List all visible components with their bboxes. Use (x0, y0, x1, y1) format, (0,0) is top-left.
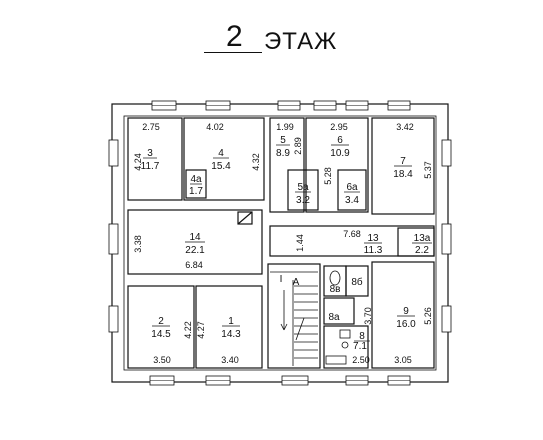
room-6a-number: 6а (346, 182, 358, 193)
room-1-number: 1 (228, 316, 234, 327)
dim-4-32: 4.32 (251, 153, 261, 171)
room-13a-area: 2.2 (415, 245, 429, 256)
room-5-outline (269, 117, 305, 213)
room-6-number: 6 (337, 135, 343, 146)
dim-4-24: 4.24 (133, 153, 143, 171)
inner-outline (123, 115, 437, 371)
room-6a-area: 3.4 (345, 195, 359, 206)
room-3-number: 3 (147, 148, 153, 159)
dim-3-70: 3.70 (363, 307, 373, 325)
room-5a-outline (287, 169, 319, 211)
dim-4-22: 4.22 (183, 321, 193, 339)
dim-3-38: 3.38 (133, 235, 143, 253)
room-2-outline (127, 285, 195, 369)
room-8a-number: 8а (328, 312, 340, 323)
room-5-area: 8.9 (276, 148, 290, 159)
dim-2-50: 2.50 (352, 355, 370, 365)
room-9-area: 16.0 (396, 319, 416, 330)
room-1-outline (195, 285, 263, 369)
room-4a-area: 1.7 (189, 186, 203, 197)
floor-number: 2 (226, 20, 243, 53)
room-4-number: 4 (218, 148, 224, 159)
room-14-area: 22.1 (185, 245, 205, 256)
room-5-number: 5 (280, 135, 286, 146)
dim-3-42: 3.42 (396, 122, 414, 132)
room-13-number: 13 (367, 233, 379, 244)
stair-treads (270, 271, 318, 366)
dim-3-50: 3.50 (153, 355, 171, 365)
room-5a-area: 3.2 (296, 195, 310, 206)
room-6-outline (305, 117, 369, 213)
dim-1-99: 1.99 (276, 122, 294, 132)
room-1-area: 14.3 (221, 329, 241, 340)
room-4-outline (183, 117, 265, 201)
dim-4-02: 4.02 (206, 122, 224, 132)
room-8b-outline (345, 265, 369, 297)
room-14-number: 14 (189, 232, 201, 243)
room-9-outline (371, 261, 435, 369)
dim-7-68: 7.68 (343, 229, 361, 239)
room-8b-number: 8б (351, 276, 363, 288)
room-2-area: 14.5 (151, 329, 171, 340)
dim-2-75: 2.75 (142, 122, 160, 132)
dim-4-27: 4.27 (196, 321, 206, 339)
dim-5-37: 5.37 (423, 161, 433, 179)
room-7-number: 7 (400, 156, 406, 167)
room-5a-number: 5а (297, 182, 309, 193)
room-3-area: 11.7 (141, 161, 160, 172)
room-9-number: 9 (403, 306, 409, 317)
room-8-area: 7.1 (353, 341, 367, 352)
stair-label-a: А (293, 277, 300, 288)
dim-2-89: 2.89 (293, 137, 303, 155)
room-3-outline (127, 117, 183, 201)
room-13a-number: 13а (414, 233, 431, 244)
dim-1-44: 1.44 (295, 234, 305, 252)
room-4a-outline (185, 169, 207, 199)
room-7-outline (371, 117, 435, 215)
room-6a-outline (337, 169, 367, 211)
title-underline (204, 52, 262, 53)
room-2-number: 2 (158, 316, 164, 327)
floor-title: 2 ЭТАЖ (204, 20, 354, 58)
dim-3-40: 3.40 (221, 355, 239, 365)
room-14-outline (127, 209, 263, 275)
room-13-area: 11.3 (364, 245, 383, 256)
room-8v-number: 8в (330, 284, 341, 295)
room-7-area: 18.4 (393, 169, 413, 180)
dim-5-28: 5.28 (323, 167, 333, 185)
stair-label-i: I (280, 274, 283, 285)
room-4-area: 15.4 (211, 161, 231, 172)
room-8-number: 8 (359, 331, 365, 342)
dim-6-84: 6.84 (185, 260, 203, 270)
room-8-outline (323, 325, 369, 369)
stair-outline (267, 263, 321, 369)
dim-5-26: 5.26 (423, 307, 433, 325)
room-4a-number: 4а (190, 174, 202, 185)
floor-word: ЭТАЖ (264, 28, 338, 55)
room-6-area: 10.9 (330, 148, 350, 159)
room-13a-outline (397, 227, 435, 257)
sanitary-fixtures (325, 270, 351, 365)
dim-2-95: 2.95 (330, 122, 348, 132)
room-8a-outline (323, 297, 355, 325)
vent-box (237, 211, 253, 225)
dim-3-05: 3.05 (394, 355, 412, 365)
